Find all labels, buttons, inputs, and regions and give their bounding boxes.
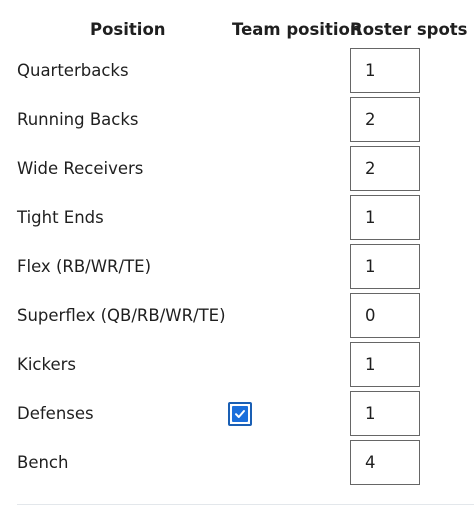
position-label: Running Backs (17, 110, 139, 129)
position-label: Wide Receivers (17, 159, 144, 178)
bottom-divider (17, 504, 474, 505)
position-label: Superflex (QB/RB/WR/TE) (17, 306, 226, 325)
table-row: Superflex (QB/RB/WR/TE) (0, 291, 474, 340)
table-row: Kickers (0, 340, 474, 389)
team-position-checkbox[interactable] (228, 402, 252, 426)
roster-spots-input[interactable] (365, 441, 415, 484)
roster-spots-field[interactable] (350, 342, 420, 387)
roster-spots-field[interactable] (350, 293, 420, 338)
checkmark-icon (235, 410, 245, 418)
roster-spots-field[interactable] (350, 48, 420, 93)
table-row: Defenses (0, 389, 474, 438)
roster-spots-input[interactable] (365, 147, 415, 190)
position-label: Quarterbacks (17, 61, 129, 80)
table-row: Bench (0, 438, 474, 487)
roster-spots-input[interactable] (365, 343, 415, 386)
column-header-position: Position (90, 20, 166, 39)
position-label: Defenses (17, 404, 94, 423)
roster-spots-field[interactable] (350, 391, 420, 436)
column-header-roster-spots: Roster spots (350, 20, 468, 39)
table-row: Flex (RB/WR/TE) (0, 242, 474, 291)
table-row: Tight Ends (0, 193, 474, 242)
table-row: Running Backs (0, 95, 474, 144)
position-label: Kickers (17, 355, 76, 374)
roster-spots-field[interactable] (350, 97, 420, 142)
table-row: Wide Receivers (0, 144, 474, 193)
column-header-team-position: Team position (232, 20, 362, 39)
roster-spots-input[interactable] (365, 294, 415, 337)
position-label: Flex (RB/WR/TE) (17, 257, 152, 276)
position-label: Bench (17, 453, 69, 472)
table-row: Quarterbacks (0, 46, 474, 95)
position-label: Tight Ends (17, 208, 104, 227)
roster-spots-field[interactable] (350, 440, 420, 485)
roster-spots-field[interactable] (350, 195, 420, 240)
roster-spots-input[interactable] (365, 245, 415, 288)
roster-spots-input[interactable] (365, 49, 415, 92)
roster-spots-input[interactable] (365, 98, 415, 141)
roster-spots-input[interactable] (365, 196, 415, 239)
roster-spots-field[interactable] (350, 244, 420, 289)
roster-spots-input[interactable] (365, 392, 415, 435)
checkbox-fill (232, 406, 248, 422)
roster-spots-field[interactable] (350, 146, 420, 191)
